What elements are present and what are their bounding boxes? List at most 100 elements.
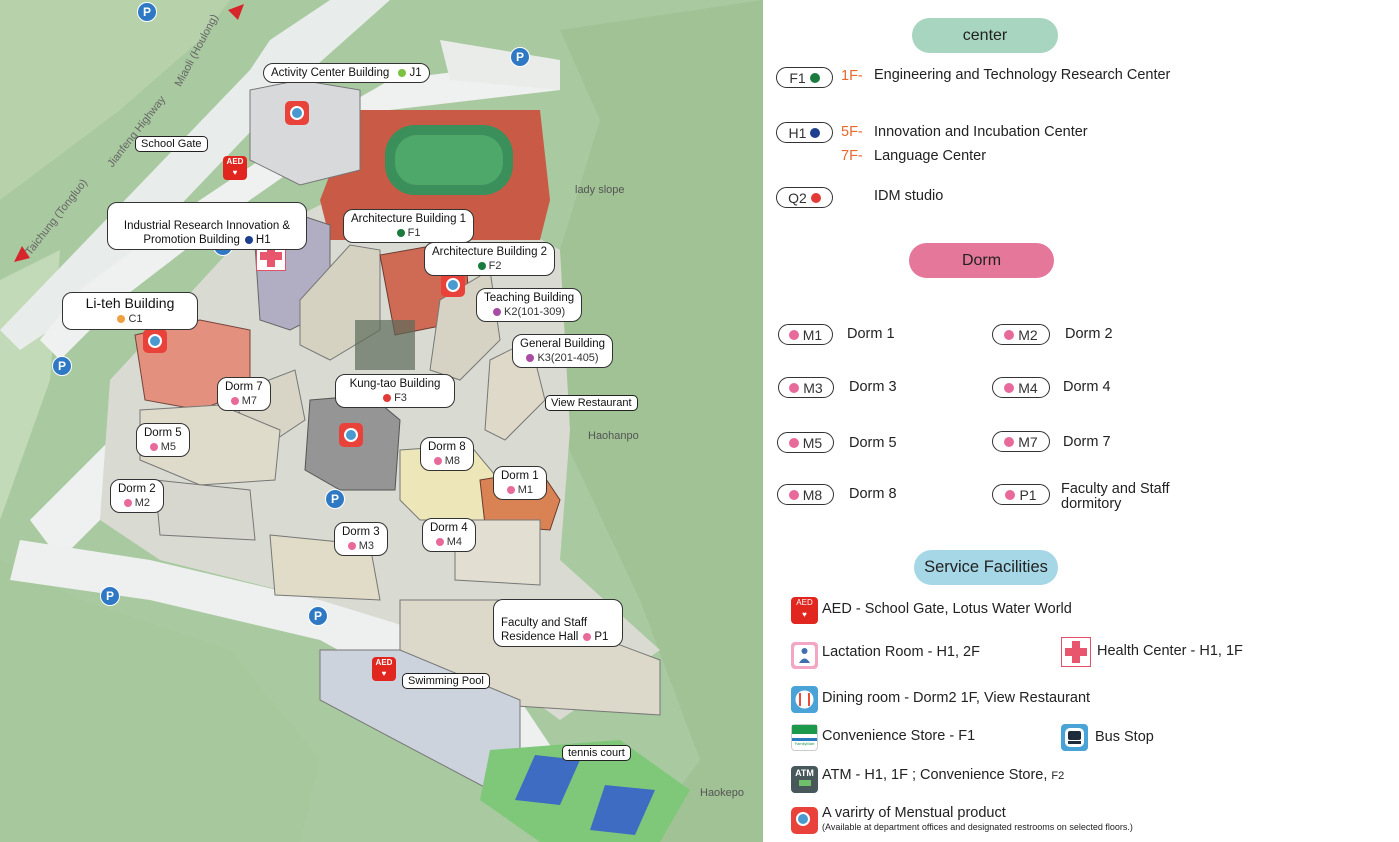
- map-legend: center F1 1F- Engineering and Technology…: [763, 0, 1399, 842]
- view-restaurant-tag[interactable]: View Restaurant: [545, 395, 638, 411]
- legend-badge-m5[interactable]: M5: [777, 432, 834, 453]
- callout-kung-tao-building[interactable]: Kung-tao Building F3: [335, 374, 455, 408]
- service-section-title: Service Facilities: [914, 550, 1058, 585]
- callout-code: K2(101-309): [504, 306, 566, 318]
- callout-name: Dorm 4: [430, 522, 468, 534]
- legend-badge-m1[interactable]: M1: [778, 324, 833, 345]
- center-name: IDM studio: [874, 188, 944, 204]
- menstrual-product-icon[interactable]: [285, 101, 309, 125]
- callout-architecture-2[interactable]: Architecture Building 2 F2: [424, 242, 556, 276]
- badge-code: P1: [1019, 486, 1037, 503]
- badge-code: M1: [802, 326, 823, 343]
- parking-icon[interactable]: P: [510, 47, 530, 67]
- callout-dorm-2[interactable]: Dorm 2 M2: [110, 479, 164, 513]
- direction-arrow-ne: [228, 4, 244, 20]
- center-name: Engineering and Technology Research Cent…: [874, 67, 1171, 83]
- aed-label: AED: [226, 157, 244, 166]
- badge-code: M7: [1018, 433, 1038, 450]
- dorm-section-title: Dorm: [909, 243, 1054, 278]
- legend-badge-m4[interactable]: M4: [992, 377, 1050, 398]
- parking-icon[interactable]: P: [325, 489, 345, 509]
- swimming-pool-tag[interactable]: Swimming Pool: [402, 673, 490, 689]
- callout-name: Activity Center Building: [271, 67, 390, 79]
- code-dot: [383, 394, 392, 403]
- callout-code: M8: [444, 455, 460, 467]
- school-gate-tag[interactable]: School Gate: [135, 136, 208, 152]
- lactation-icon: [791, 642, 818, 669]
- badge-code: Q2: [788, 189, 807, 206]
- dorm-name: Dorm 1: [847, 326, 895, 342]
- callout-name: Li-teh Building: [85, 295, 175, 311]
- tennis-court-tag[interactable]: tennis court: [562, 745, 631, 761]
- callout-name: Faculty and Staff Residence Hall: [501, 617, 588, 643]
- badge-code: M5: [802, 434, 823, 451]
- aed-icon[interactable]: AED♥: [372, 657, 396, 681]
- legend-badge-p1[interactable]: P1: [992, 484, 1050, 505]
- service-menstrual-text: A varirty of Menstual product (Available…: [822, 805, 1133, 832]
- legend-badge-m3[interactable]: M3: [778, 377, 834, 398]
- atm-icon-text: ATM: [795, 768, 814, 778]
- callout-teaching-building[interactable]: Teaching Building K2(101-309): [476, 288, 583, 322]
- callout-dorm-1[interactable]: Dorm 1 M1: [493, 466, 547, 500]
- callout-industrial-research[interactable]: Industrial Research Innovation & Promoti…: [107, 202, 307, 250]
- callout-dorm-4[interactable]: Dorm 4 M4: [422, 518, 476, 552]
- callout-name: General Building: [520, 338, 606, 350]
- callout-code: M2: [134, 497, 150, 509]
- callout-activity-center[interactable]: Activity Center Building J1: [263, 63, 430, 83]
- badge-code: M2: [1018, 326, 1038, 343]
- code-dot: [477, 262, 486, 271]
- dorm-name: Dorm 2: [1065, 326, 1113, 342]
- floor-label: 7F-: [841, 148, 863, 164]
- code-dot: [1004, 436, 1015, 447]
- code-dot: [493, 308, 501, 317]
- service-dining-text: Dining room - Dorm2 1F, View Restaurant: [822, 690, 1091, 706]
- menstrual-product-icon[interactable]: [441, 273, 465, 297]
- menstrual-product-icon[interactable]: [143, 329, 167, 353]
- callout-code: P1: [594, 631, 609, 643]
- code-dot: [1004, 382, 1015, 393]
- callout-architecture-1[interactable]: Architecture Building 1 F1: [343, 209, 475, 243]
- callout-dorm-7[interactable]: Dorm 7 M7: [217, 377, 271, 411]
- parking-icon[interactable]: P: [52, 356, 72, 376]
- callout-li-teh-building[interactable]: Li-teh Building C1: [62, 292, 198, 330]
- code-dot: [230, 397, 239, 406]
- legend-badge-q2[interactable]: Q2: [776, 187, 833, 208]
- legend-badge-h1[interactable]: H1: [776, 122, 833, 143]
- place-label-haohanpo: Haohanpo: [588, 430, 639, 442]
- code-dot: [506, 486, 515, 495]
- parking-icon[interactable]: P: [100, 586, 120, 606]
- callout-code: M5: [160, 441, 176, 453]
- legend-badge-m7[interactable]: M7: [992, 431, 1050, 452]
- callout-name: Industrial Research Innovation & Promoti…: [123, 220, 291, 246]
- legend-badge-m2[interactable]: M2: [992, 324, 1050, 345]
- code-dot: [788, 329, 799, 340]
- code-dot: [396, 229, 405, 238]
- campus-map[interactable]: Miaoli (Houlong) Jianfeng Highway Taichu…: [0, 0, 763, 842]
- aed-icon[interactable]: AED♥: [223, 156, 247, 180]
- legend-badge-m8[interactable]: M8: [777, 484, 834, 505]
- atm-icon: ATM: [791, 766, 818, 793]
- parking-icon[interactable]: P: [308, 606, 328, 626]
- legend-badge-f1[interactable]: F1: [776, 67, 833, 88]
- callout-dorm-3[interactable]: Dorm 3 M3: [334, 522, 388, 556]
- callout-name: Dorm 3: [342, 526, 380, 538]
- callout-code: H1: [255, 234, 271, 246]
- callout-general-building[interactable]: General Building K3(201-405): [512, 334, 614, 368]
- menstrual-product-icon[interactable]: [339, 423, 363, 447]
- dorm-name: Dorm 3: [849, 379, 897, 395]
- bus-icon: [1061, 724, 1088, 751]
- dorm-name: Dorm 4: [1063, 379, 1111, 395]
- familymart-icon-text: FamilyMart: [794, 741, 815, 746]
- callout-dorm-5[interactable]: Dorm 5 M5: [136, 423, 190, 457]
- direction-arrow-sw: [14, 246, 30, 262]
- service-health-text: Health Center - H1, 1F: [1097, 643, 1243, 659]
- parking-icon[interactable]: P: [137, 2, 157, 22]
- code-dot: [1004, 329, 1015, 340]
- service-lactation-text: Lactation Room - H1, 2F: [822, 644, 980, 660]
- service-bus-text: Bus Stop: [1095, 729, 1154, 745]
- service-atm-text: ATM - H1, 1F ; Convenience Store, F2: [822, 767, 1064, 783]
- callout-code: J1: [409, 67, 422, 79]
- badge-code: F1: [789, 69, 806, 86]
- callout-dorm-8[interactable]: Dorm 8 M8: [420, 437, 474, 471]
